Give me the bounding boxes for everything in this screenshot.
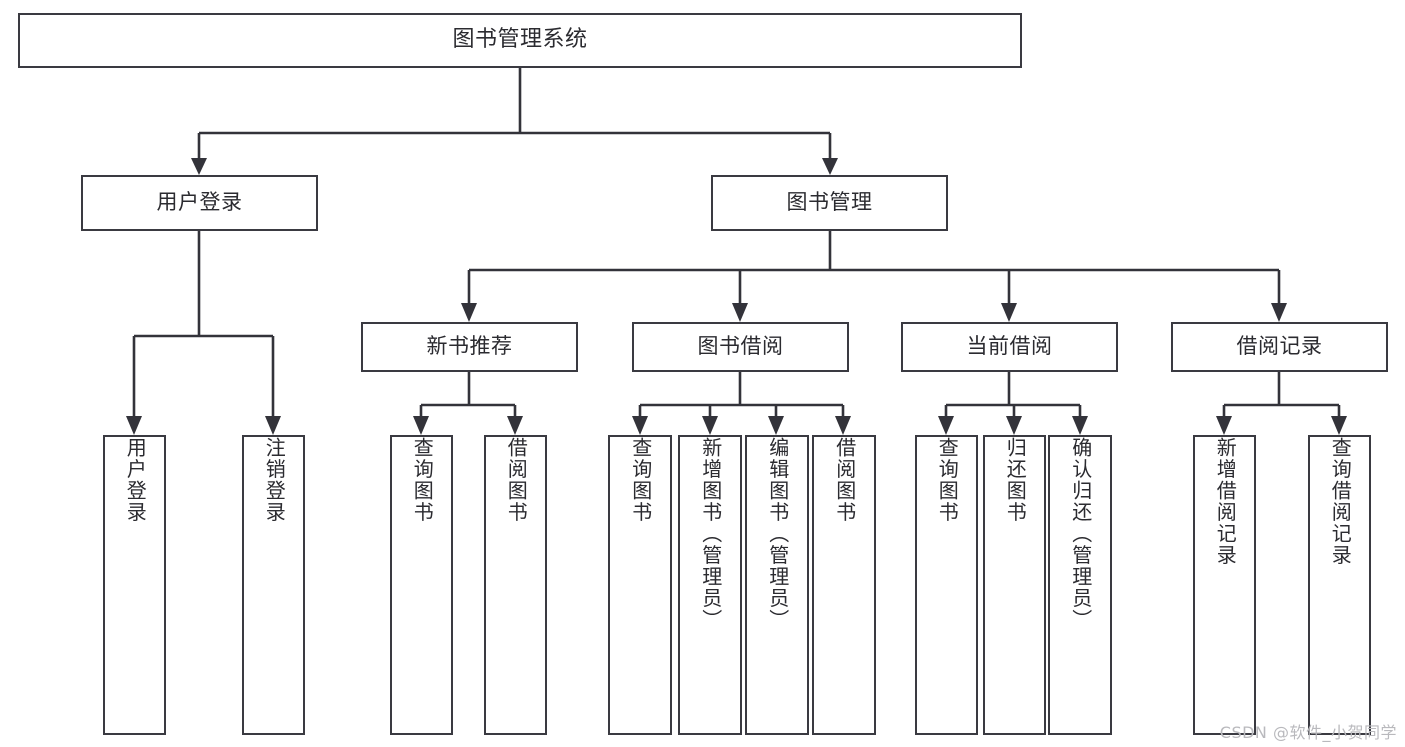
node-book-borrow[interactable]: 图书借阅 bbox=[632, 322, 849, 372]
arrowhead-bb-1 bbox=[632, 416, 648, 435]
arrowhead-ul-2 bbox=[265, 416, 281, 435]
node-leaf-label: 注销登录 bbox=[262, 437, 287, 523]
node-current-borrow[interactable]: 当前借阅 bbox=[901, 322, 1118, 372]
node-leaf-label: 编辑图书（管理员） bbox=[765, 437, 790, 631]
arrowhead-bb-3 bbox=[768, 416, 784, 435]
node-user-login[interactable]: 用户登录 bbox=[81, 175, 318, 231]
node-leaf-label: 确认归还（管理员） bbox=[1068, 437, 1093, 631]
arrowhead-nbr-2 bbox=[507, 416, 523, 435]
node-leaf-user-login[interactable]: 用户登录 bbox=[103, 435, 166, 735]
arrowhead-br-2 bbox=[1331, 416, 1347, 435]
node-leaf-bb-query-book[interactable]: 查询图书 bbox=[608, 435, 672, 735]
node-leaf-cb-query-book[interactable]: 查询图书 bbox=[915, 435, 978, 735]
node-leaf-br-query-record[interactable]: 查询借阅记录 bbox=[1308, 435, 1371, 735]
arrowhead-ul-1 bbox=[126, 416, 142, 435]
node-leaf-label: 新增图书（管理员） bbox=[698, 437, 723, 631]
node-leaf-nbr-borrow-book[interactable]: 借阅图书 bbox=[484, 435, 547, 735]
node-leaf-label: 借阅图书 bbox=[504, 437, 529, 523]
node-new-book-recommend[interactable]: 新书推荐 bbox=[361, 322, 578, 372]
arrowhead-cb-3 bbox=[1072, 416, 1088, 435]
node-leaf-label: 查询图书 bbox=[935, 437, 960, 523]
node-book-management[interactable]: 图书管理 bbox=[711, 175, 948, 231]
node-borrow-record[interactable]: 借阅记录 bbox=[1171, 322, 1388, 372]
arrowhead-cb-1 bbox=[938, 416, 954, 435]
node-leaf-label: 新增借阅记录 bbox=[1213, 437, 1238, 566]
arrowhead-user-login bbox=[191, 158, 207, 175]
node-leaf-nbr-query-book[interactable]: 查询图书 bbox=[390, 435, 453, 735]
node-leaf-label: 查询借阅记录 bbox=[1328, 437, 1353, 566]
arrowhead-l3-2 bbox=[732, 303, 748, 322]
node-leaf-cb-return-book[interactable]: 归还图书 bbox=[983, 435, 1046, 735]
node-leaf-bb-borrow-book[interactable]: 借阅图书 bbox=[812, 435, 876, 735]
node-leaf-bb-edit-book[interactable]: 编辑图书（管理员） bbox=[745, 435, 809, 735]
arrowhead-l3-1 bbox=[461, 303, 477, 322]
node-leaf-logout[interactable]: 注销登录 bbox=[242, 435, 305, 735]
node-root-system[interactable]: 图书管理系统 bbox=[18, 13, 1022, 68]
node-leaf-label: 借阅图书 bbox=[832, 437, 857, 523]
arrowhead-nbr-1 bbox=[413, 416, 429, 435]
arrowhead-book-manage bbox=[822, 158, 838, 175]
node-leaf-label: 用户登录 bbox=[123, 437, 148, 523]
node-leaf-br-add-record[interactable]: 新增借阅记录 bbox=[1193, 435, 1256, 735]
arrowhead-bb-2 bbox=[702, 416, 718, 435]
arrowhead-cb-2 bbox=[1006, 416, 1022, 435]
node-leaf-cb-confirm-return[interactable]: 确认归还（管理员） bbox=[1048, 435, 1112, 735]
csdn-watermark: CSDN @软件_小贺同学 bbox=[1219, 723, 1397, 742]
node-leaf-label: 查询图书 bbox=[628, 437, 653, 523]
node-leaf-label: 查询图书 bbox=[410, 437, 435, 523]
arrowhead-br-1 bbox=[1216, 416, 1232, 435]
arrowhead-bb-4 bbox=[835, 416, 851, 435]
arrowhead-l3-4 bbox=[1271, 303, 1287, 322]
arrowhead-l3-3 bbox=[1001, 303, 1017, 322]
node-leaf-bb-add-book[interactable]: 新增图书（管理员） bbox=[678, 435, 742, 735]
node-leaf-label: 归还图书 bbox=[1003, 437, 1028, 523]
